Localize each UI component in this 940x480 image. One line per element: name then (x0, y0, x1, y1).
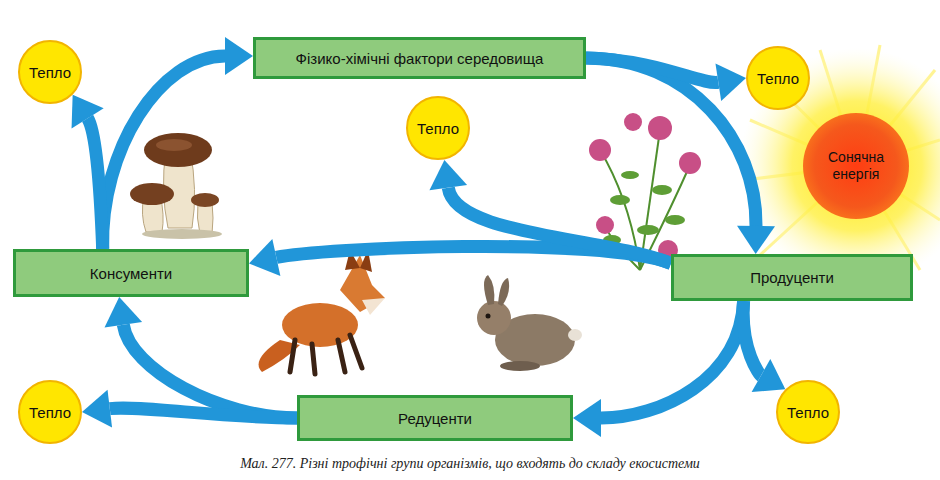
arrow-shaft (743, 301, 761, 376)
node-content: Сонячна енергія (809, 149, 903, 183)
arrow-shaft (448, 188, 671, 264)
node-content: Консументи (90, 265, 172, 282)
arrow-head (72, 95, 104, 129)
node-label: Тепло (757, 70, 799, 87)
node-label: Тепло (29, 64, 71, 81)
arrow-shaft (601, 301, 744, 418)
heat-circle: Тепло (406, 96, 470, 160)
trophic-group-box: Редуценти (297, 395, 573, 441)
flow-arrow (573, 301, 744, 437)
node-label: Консументи (90, 265, 172, 282)
flow-arrow (103, 37, 253, 249)
node-content: Редуценти (398, 410, 472, 427)
arrow-shaft (586, 58, 756, 226)
node-content: Тепло (757, 70, 799, 87)
trophic-group-box: Продуценти (671, 254, 913, 301)
flow-arrow (72, 95, 104, 249)
node-content: Продуценти (750, 269, 834, 286)
arrow-shaft (88, 118, 103, 249)
arrow-head (249, 239, 280, 276)
node-content: Тепло (29, 404, 71, 421)
arrow-head (715, 63, 746, 101)
heat-circle: Тепло (18, 380, 82, 444)
node-content: Тепло (417, 120, 459, 137)
arrow-head (737, 226, 775, 254)
node-label: Тепло (417, 120, 459, 137)
arrow-shaft (103, 56, 225, 249)
node-label: Фізико-хімічні фактори середовища (296, 50, 544, 67)
heat-circle: Тепло (776, 380, 840, 444)
rabbit (477, 275, 582, 371)
heat-circle: Тепло (746, 46, 810, 110)
trophic-group-box: Фізико-хімічні фактори середовища (253, 37, 586, 79)
figure-caption: Мал. 277. Різні трофічні групи організмі… (0, 456, 940, 472)
node-content: Тепло (787, 404, 829, 421)
arrow-head (752, 359, 786, 392)
node-label: Тепло (787, 404, 829, 421)
node-label: Редуценти (398, 410, 472, 427)
mushrooms (130, 133, 222, 239)
flow-arrow (743, 301, 785, 392)
flow-arrow (586, 58, 746, 101)
arrow-head (573, 399, 601, 437)
flow-arrow (429, 160, 671, 263)
node-content: Фізико-хімічні фактори середовища (296, 50, 544, 67)
arrow-head (225, 37, 253, 75)
sun-circle: Сонячна енергія (803, 113, 909, 219)
node-label: Тепло (29, 404, 71, 421)
node-label: Сонячна енергія (809, 149, 903, 183)
flow-arrow (105, 297, 297, 418)
flow-arrow (82, 390, 297, 428)
heat-circle: Тепло (18, 40, 82, 104)
arrow-shaft (586, 58, 718, 82)
arrow-head (429, 160, 467, 190)
arrow-shaft (110, 408, 297, 418)
node-content: Тепло (29, 64, 71, 81)
arrow-head (82, 390, 112, 428)
sun-glow (739, 48, 940, 284)
trophic-group-box: Консументи (13, 249, 249, 297)
arrow-head (105, 297, 143, 327)
node-label: Продуценти (750, 269, 834, 286)
